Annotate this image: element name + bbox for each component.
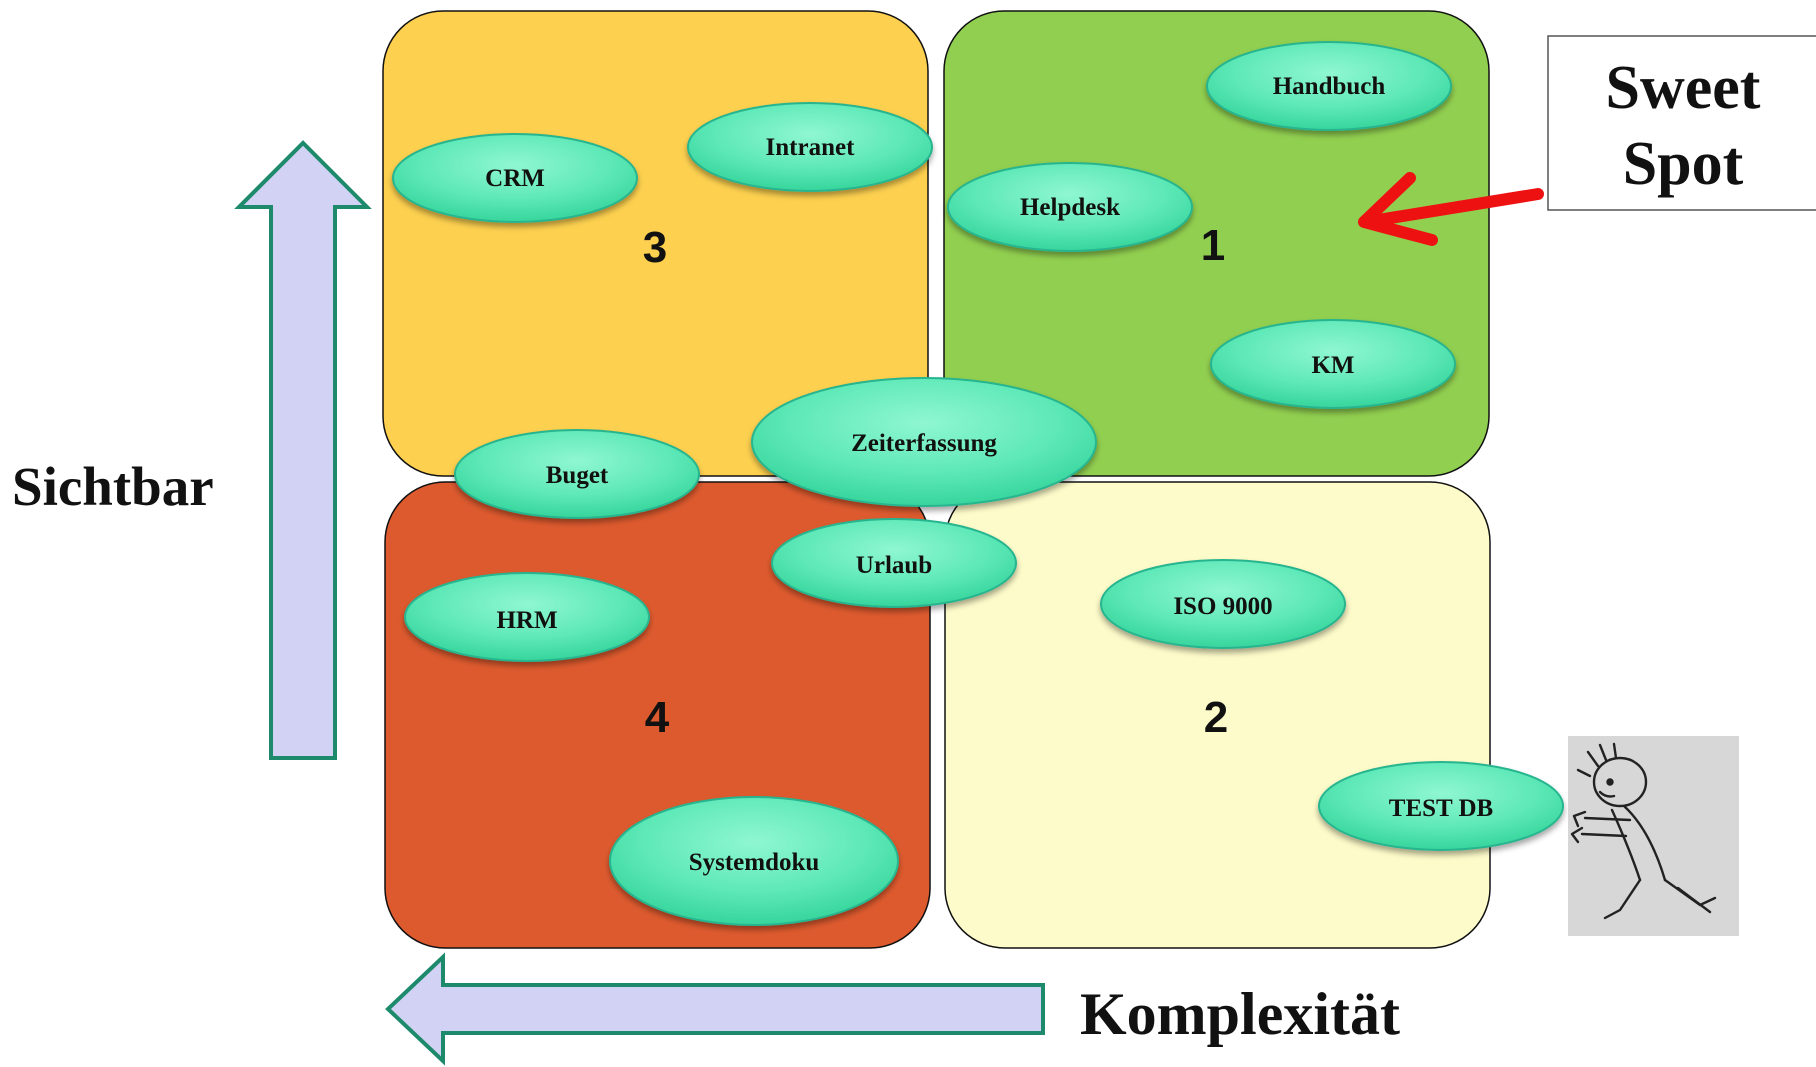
quadrant-number-4: 4 <box>645 693 670 742</box>
red-pointer-arrow-icon <box>1358 172 1544 246</box>
sweet-spot-line2: Spot <box>1623 130 1744 198</box>
sweet-spot-callout: Sweet Spot <box>1547 35 1816 211</box>
bubble-buget-shape <box>454 429 700 519</box>
bubble-systemdoku-label: Systemdoku <box>689 849 820 876</box>
bubble-intranet-shape <box>687 102 933 192</box>
horizontal-axis-label: Komplexität <box>1080 981 1400 1047</box>
bubble-km: KM <box>1210 319 1456 409</box>
bubble-systemdoku-shape <box>609 796 899 926</box>
vertical-axis-label: Sichtbar <box>12 456 214 517</box>
bubble-handbuch: Handbuch <box>1206 41 1452 131</box>
bubble-km-shape <box>1210 319 1456 409</box>
bubble-hrm: HRM <box>404 572 650 662</box>
bubble-urlaub-shape <box>771 518 1017 608</box>
bubble-crm-label: CRM <box>485 165 545 192</box>
horizontal-axis-arrow-icon <box>385 952 1045 1066</box>
quadrant-number-3: 3 <box>643 223 667 272</box>
bubble-helpdesk-label: Helpdesk <box>1020 194 1120 221</box>
quadrant-number-1: 1 <box>1201 221 1225 270</box>
bubble-buget-label: Buget <box>546 462 609 489</box>
bubble-crm-shape <box>392 133 638 223</box>
bubble-helpdesk: Helpdesk <box>947 162 1193 252</box>
pushing-figure-background <box>1568 736 1739 936</box>
bubble-helpdesk-shape <box>947 162 1193 252</box>
bubble-testdb-label: TEST DB <box>1389 795 1493 822</box>
bubble-hrm-shape <box>404 572 650 662</box>
bubble-iso9000-label: ISO 9000 <box>1173 593 1272 620</box>
bubble-testdb-shape <box>1318 761 1564 851</box>
bubble-intranet-label: Intranet <box>766 134 856 161</box>
bubble-buget: Buget <box>454 429 700 519</box>
bubble-intranet: Intranet <box>687 102 933 192</box>
bubble-hrm-label: HRM <box>496 607 557 634</box>
red-pointer-arrow-head <box>1358 172 1438 246</box>
bubble-iso9000-shape <box>1100 559 1346 649</box>
bubble-handbuch-label: Handbuch <box>1273 73 1386 100</box>
pushing-figure-icon <box>1568 736 1739 936</box>
bubble-systemdoku: Systemdoku <box>609 796 899 926</box>
bubble-testdb: TEST DB <box>1318 761 1564 851</box>
vertical-axis-arrow-icon <box>234 140 372 760</box>
sweet-spot-box <box>1547 35 1816 211</box>
bubble-crm: CRM <box>392 133 638 223</box>
bubble-zeiterfassung-label: Zeiterfassung <box>851 430 997 457</box>
red-pointer-arrow-shaft <box>1372 188 1544 226</box>
bubble-zeiterfassung-shape <box>751 377 1097 507</box>
bubble-zeiterfassung: Zeiterfassung <box>751 377 1097 507</box>
bubble-urlaub-label: Urlaub <box>856 552 932 579</box>
quadrant-number-2: 2 <box>1204 693 1228 742</box>
sweet-spot-line1: Sweet <box>1606 54 1761 122</box>
bubble-handbuch-shape <box>1206 41 1452 131</box>
bubble-km-label: KM <box>1311 352 1354 379</box>
bubble-iso9000: ISO 9000 <box>1100 559 1346 649</box>
bubble-urlaub: Urlaub <box>771 518 1017 608</box>
